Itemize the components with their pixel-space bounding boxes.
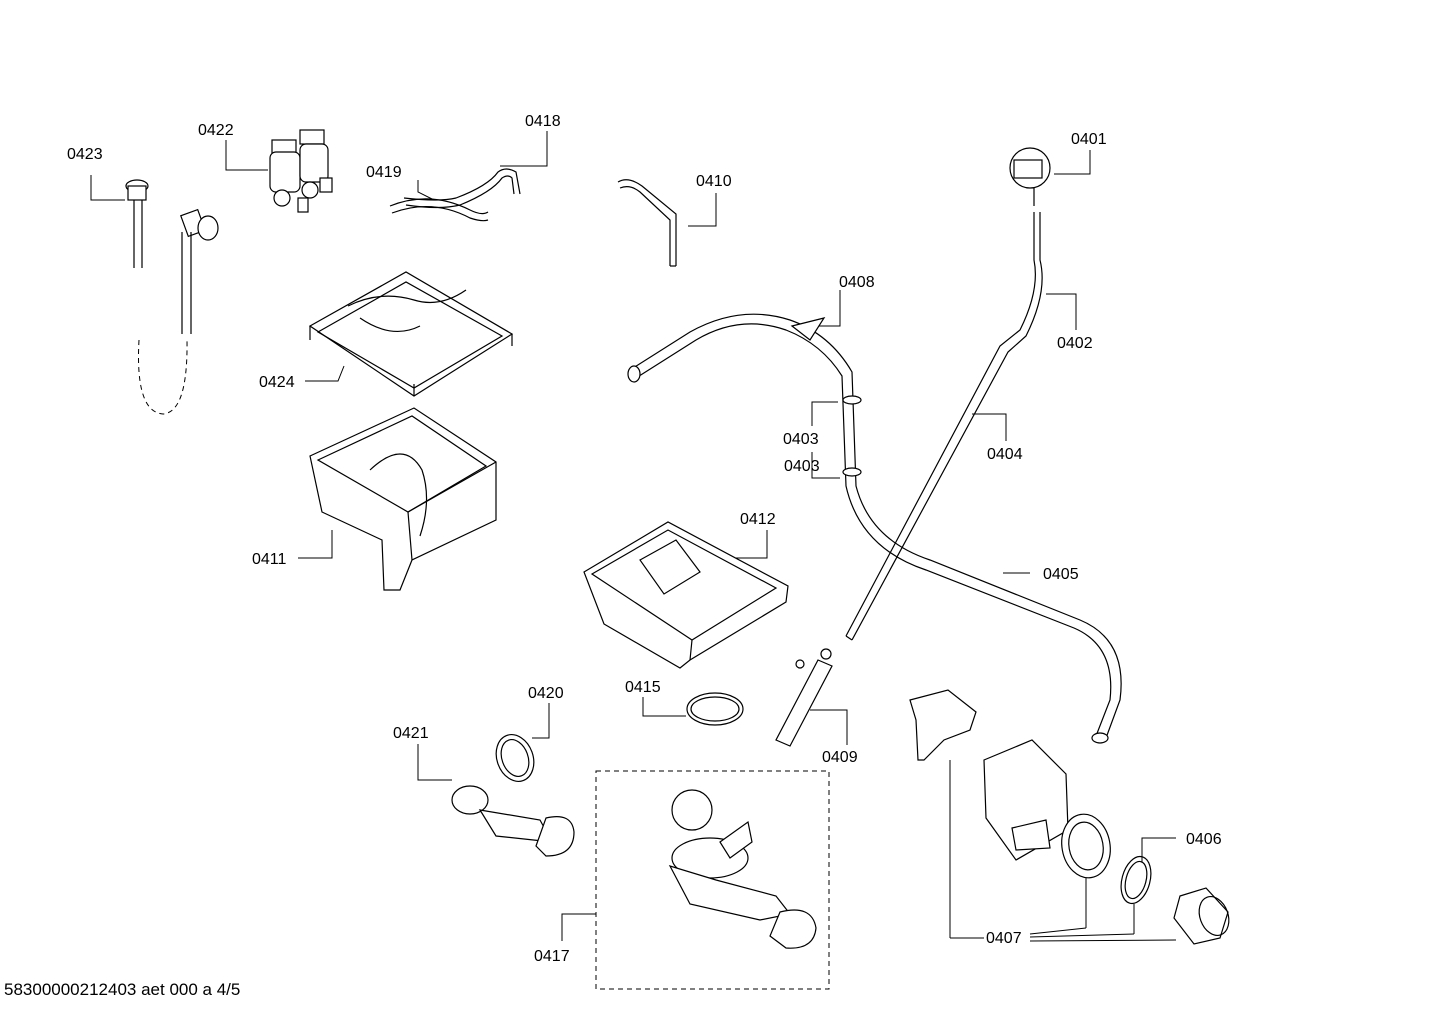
part-0412-drawer — [583, 521, 789, 669]
document-footer-code: 58300000212403 aet 000 a 4/5 — [4, 980, 241, 999]
part-0417-sump-assembly — [561, 770, 830, 990]
label-0405: 0405 — [1043, 566, 1079, 583]
label-0415: 0415 — [625, 679, 661, 696]
label-0407: 0407 — [986, 930, 1022, 947]
label-0408: 0408 — [839, 274, 875, 291]
label-0419: 0419 — [366, 164, 402, 181]
label-0423: 0423 — [67, 146, 103, 163]
part-0407-drain-pump — [909, 689, 1111, 939]
label-0403-b: 0403 — [784, 458, 820, 475]
label-0420: 0420 — [528, 685, 564, 702]
part-0421-sump-hose — [417, 744, 575, 857]
label-0424: 0424 — [259, 374, 295, 391]
leader-0407 — [1029, 878, 1177, 942]
part-0410-tube — [617, 179, 717, 267]
label-0406: 0406 — [1186, 831, 1222, 848]
part-0422-inlet-valve — [225, 129, 333, 213]
part-0409-sensor — [775, 648, 848, 747]
label-0402: 0402 — [1057, 335, 1093, 352]
part-0420-seal — [495, 703, 550, 782]
part-0402-0404-tube — [845, 212, 1077, 641]
label-0412: 0412 — [740, 511, 776, 528]
part-0423-inlet-hose — [90, 175, 219, 415]
part-0424-drawer-cover — [305, 271, 514, 397]
label-0410: 0410 — [696, 173, 732, 190]
part-0411-detergent-box — [298, 407, 497, 591]
part-0406-filter — [1120, 837, 1230, 945]
label-0411: 0411 — [252, 551, 287, 568]
part-0419-0418-hoses — [389, 131, 548, 222]
label-0418: 0418 — [525, 113, 561, 130]
part-0408-0403-0405-hose — [627, 290, 1122, 744]
label-0409: 0409 — [822, 749, 858, 766]
label-0404: 0404 — [987, 446, 1023, 463]
part-0415-seal — [642, 692, 744, 726]
label-0421: 0421 — [393, 725, 429, 742]
label-0403-a: 0403 — [783, 431, 819, 448]
label-0417: 0417 — [534, 948, 570, 965]
label-0401: 0401 — [1071, 131, 1107, 148]
label-0422: 0422 — [198, 122, 234, 139]
part-0401-pressure-switch — [1009, 147, 1091, 206]
